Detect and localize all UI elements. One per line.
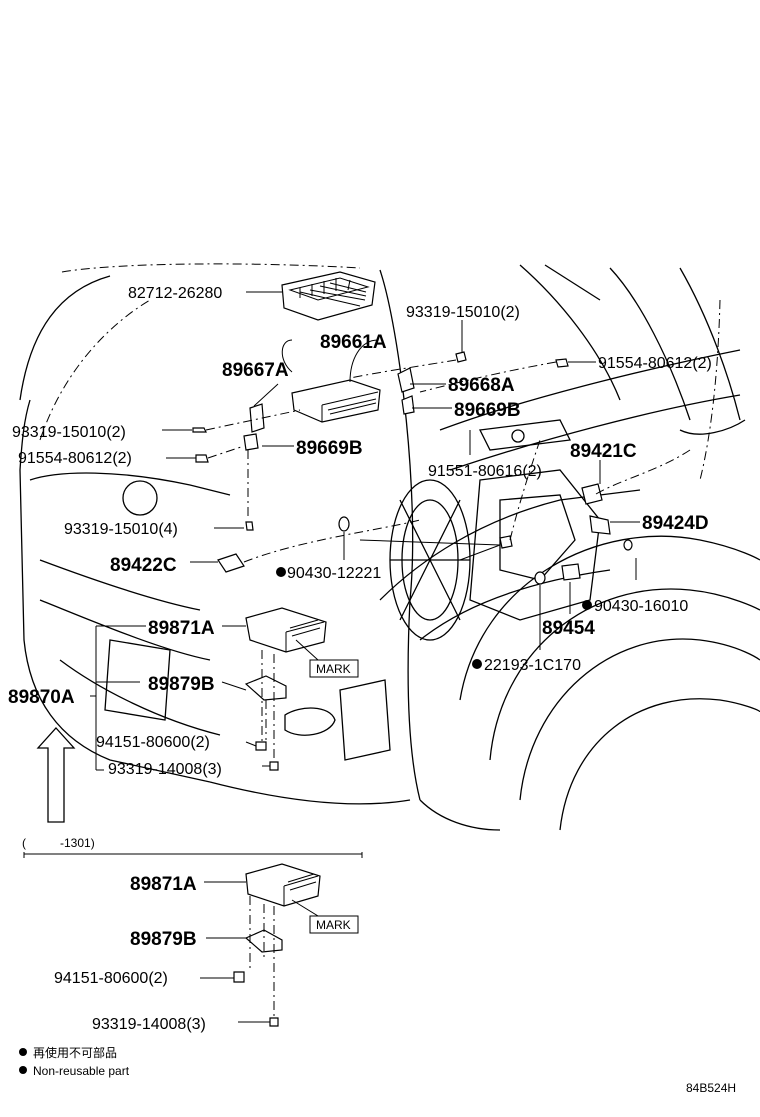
part-89669B-left-bracket <box>243 433 259 451</box>
non-reusable-marker <box>276 567 286 577</box>
parts-main <box>192 271 633 771</box>
label-89661A: 89661A <box>320 332 387 353</box>
part-labels: 82712-26280 93319-15010(2) 89661A 91554-… <box>8 285 712 778</box>
inset-mark-label: MARK <box>316 918 351 932</box>
legend-notes: 再使用不可部品 Non-reusable part <box>19 1045 130 1078</box>
label-89421C: 89421C <box>570 441 637 462</box>
part-22193-seal <box>534 571 546 585</box>
inset-label-94151-80600: 94151-80600(2) <box>54 970 168 987</box>
figure-id: 84B524H <box>686 1081 736 1095</box>
label-93319-15010-left: 93319-15010(2) <box>12 424 126 441</box>
label-22193-1C170: 22193-1C170 <box>484 657 581 674</box>
label-89422C: 89422C <box>110 555 177 576</box>
part-89421C-sensor <box>581 483 603 505</box>
inset-range-text: -1301) <box>60 836 95 850</box>
part-89879B-bracket <box>244 675 287 701</box>
part-82712-box <box>281 271 376 321</box>
label-89668A: 89668A <box>448 375 515 396</box>
inset-label-89871A: 89871A <box>130 874 197 895</box>
vehicle-outline <box>19 263 760 831</box>
label-89424D: 89424D <box>642 513 709 534</box>
non-reusable-marker <box>582 600 592 610</box>
inset-bolt-93319 <box>269 1017 279 1027</box>
label-93319-15010-top: 93319-15010(2) <box>406 304 520 321</box>
inset-part-89879B-bracket <box>244 929 283 953</box>
mark-box-main <box>309 659 359 678</box>
label-89669B-right: 89669B <box>454 400 521 421</box>
label-93319-15010-4: 93319-15010(4) <box>64 521 178 538</box>
inset-bolt-94151 <box>233 971 245 983</box>
inset-panel: ( -1301) 89871A MARK 89879B 94151-80600(… <box>22 836 363 1033</box>
part-90430-16010-gasket <box>623 539 633 551</box>
label-91551-80616: 91551-80616(2) <box>428 463 542 480</box>
up-arrow-icon <box>36 727 76 823</box>
part-89424D-sensor <box>589 515 611 535</box>
leader-lines <box>90 291 691 771</box>
mark-box-inset <box>309 915 359 934</box>
note-japanese: 再使用不可部品 <box>33 1045 117 1060</box>
part-89871A-module <box>245 607 327 653</box>
label-89667A: 89667A <box>222 360 289 381</box>
label-82712-26280: 82712-26280 <box>128 285 222 302</box>
note-english: Non-reusable part <box>33 1064 130 1078</box>
label-93319-14008: 93319-14008(3) <box>108 761 222 778</box>
inset-part-89871A-module <box>245 863 321 907</box>
label-90430-16010: 90430-16010 <box>594 598 688 615</box>
bullet-icon <box>19 1048 27 1056</box>
part-89668A-bracket <box>397 367 415 393</box>
inset-range-open: ( <box>22 836 26 850</box>
label-91554-80612-left: 91554-80612(2) <box>18 450 132 467</box>
bolts <box>192 351 569 771</box>
label-94151-80600: 94151-80600(2) <box>96 734 210 751</box>
part-89454-sensor <box>561 563 581 581</box>
part-89661A-ecu <box>291 379 381 423</box>
label-91554-80612-right: 91554-80612(2) <box>598 355 712 372</box>
label-89871A: 89871A <box>148 618 215 639</box>
inset-label-89879B: 89879B <box>130 929 197 950</box>
label-89870A: 89870A <box>8 687 75 708</box>
inset-label-93319-14008: 93319-14008(3) <box>92 1016 206 1033</box>
mark-label-main: MARK <box>316 662 351 676</box>
label-89669B-left: 89669B <box>296 438 363 459</box>
label-89454: 89454 <box>542 618 595 639</box>
label-89879B: 89879B <box>148 674 215 695</box>
label-90430-12221: 90430-12221 <box>287 565 381 582</box>
bullet-icon <box>19 1066 27 1074</box>
part-89422C-sensor <box>217 553 245 573</box>
non-reusable-marker <box>472 659 482 669</box>
part-89667A-bracket <box>249 403 265 433</box>
part-89669B-right-bracket <box>401 395 415 415</box>
part-90430-12221-gasket <box>338 516 350 532</box>
